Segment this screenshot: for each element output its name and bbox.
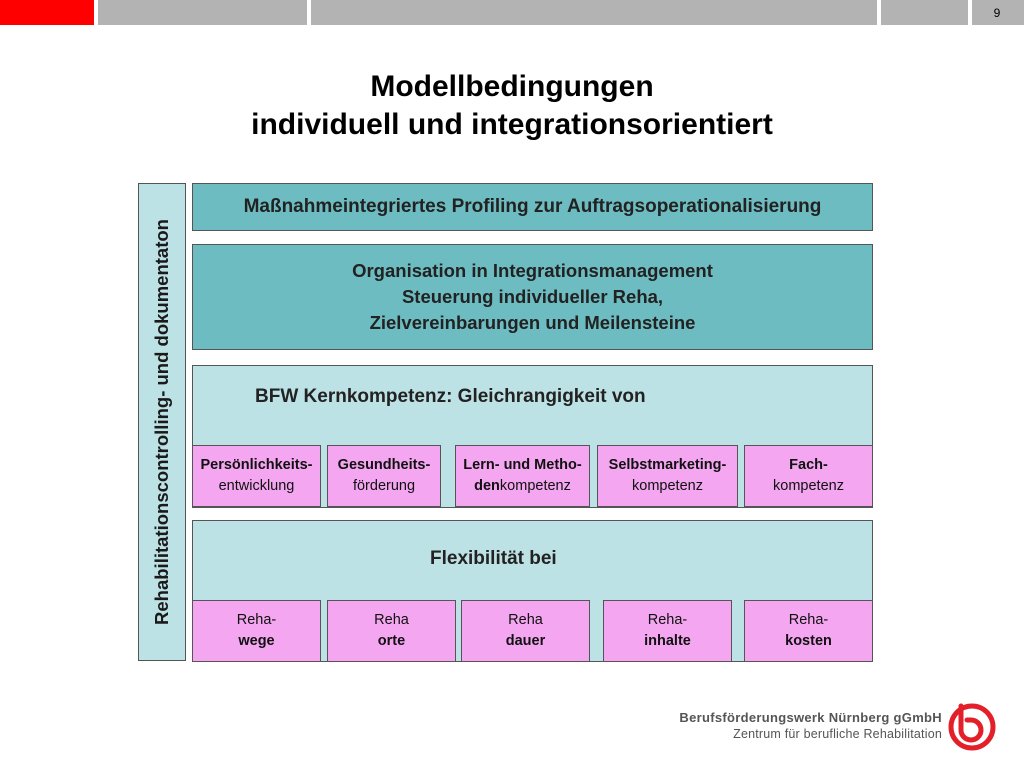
page-title: Modellbedingungen individuell und integr… (0, 68, 1024, 144)
profiling-box: Maßnahmeintegriertes Profiling zur Auftr… (192, 183, 873, 231)
competence-item-mixed: denkompetenz (474, 476, 571, 497)
organisation-box: Organisation in Integrationsmanagement S… (192, 244, 873, 350)
page-number: 9 (993, 6, 1001, 20)
flex-item-bold: inhalte (644, 633, 691, 649)
organisation-line-2: Steuerung individueller Reha, (401, 286, 664, 307)
flex-item-bold: dauer (505, 633, 546, 649)
flex-item-bold: wege (238, 633, 275, 649)
flex-item-kosten: Reha- kosten (744, 600, 873, 662)
logo-organisation-name: Berufsförderungswerk Nürnberg gGmbH (679, 710, 942, 725)
topbar-gray-segment-2 (311, 0, 877, 25)
topbar-red-segment (0, 0, 94, 25)
flex-item-dauer: Reha dauer (461, 600, 590, 662)
competence-item-bold-part: den (474, 478, 500, 494)
competence-item-normal: kompetenz (632, 478, 703, 494)
title-line-2: individuell und integrationsorientiert (251, 108, 773, 141)
competence-item-selbstmarketing: Selbstmarketing- kompetenz (597, 445, 738, 507)
flex-item-inhalte: Reha- inhalte (603, 600, 732, 662)
profiling-text: Maßnahmeintegriertes Profiling zur Auftr… (243, 196, 822, 217)
flex-item-normal: Reha- (236, 612, 277, 628)
sidebar-controlling: Rehabilitationscontrolling- und dokument… (138, 183, 186, 661)
kernkompetenz-heading: BFW Kernkompetenz: Gleichrangigkeit von (255, 386, 646, 407)
flexibilitaet-heading: Flexibilität bei (430, 548, 557, 569)
organisation-line-3: Zielvereinbarungen und Meilensteine (369, 312, 696, 333)
competence-item-bold: Selbstmarketing- (608, 457, 727, 473)
competence-item-persoenlichkeit: Persönlichkeits- entwicklung (192, 445, 321, 507)
flex-item-orte: Reha orte (327, 600, 456, 662)
flex-item-wege: Reha- wege (192, 600, 321, 662)
competence-item-bold: Persönlichkeits- (200, 457, 313, 473)
flex-item-normal: Reha- (788, 612, 829, 628)
topbar-gray-segment-4 (972, 0, 1024, 25)
flex-item-bold: orte (377, 633, 406, 649)
topbar-gray-segment-1 (98, 0, 307, 25)
title-line-1: Modellbedingungen (370, 70, 654, 103)
competence-item-normal: kompetenz (773, 478, 844, 494)
sidebar-label: Rehabilitationscontrolling- und dokument… (151, 219, 172, 625)
flex-item-normal: Reha (374, 612, 409, 628)
topbar-gray-segment-3 (881, 0, 968, 25)
bfw-logo-icon (948, 703, 996, 751)
competence-item-lernen: Lern- und Metho- denkompetenz (455, 445, 590, 507)
competence-item-bold: Lern- und Metho- (463, 457, 582, 473)
organisation-line-1: Organisation in Integrationsmanagement (352, 260, 713, 281)
flex-item-bold: kosten (785, 633, 832, 649)
flex-item-normal: Reha (508, 612, 543, 628)
competence-item-normal: förderung (352, 478, 416, 494)
logo-tagline: Zentrum für berufliche Rehabilitation (733, 727, 942, 741)
competence-item-normal: entwicklung (218, 478, 295, 494)
competence-item-normal: kompetenz (499, 478, 571, 494)
competence-item-bold: Fach- (789, 457, 828, 473)
flex-item-normal: Reha- (647, 612, 688, 628)
competence-item-gesundheit: Gesundheits- förderung (327, 445, 441, 507)
competence-item-fach: Fach- kompetenz (744, 445, 873, 507)
competence-item-bold: Gesundheits- (337, 457, 431, 473)
